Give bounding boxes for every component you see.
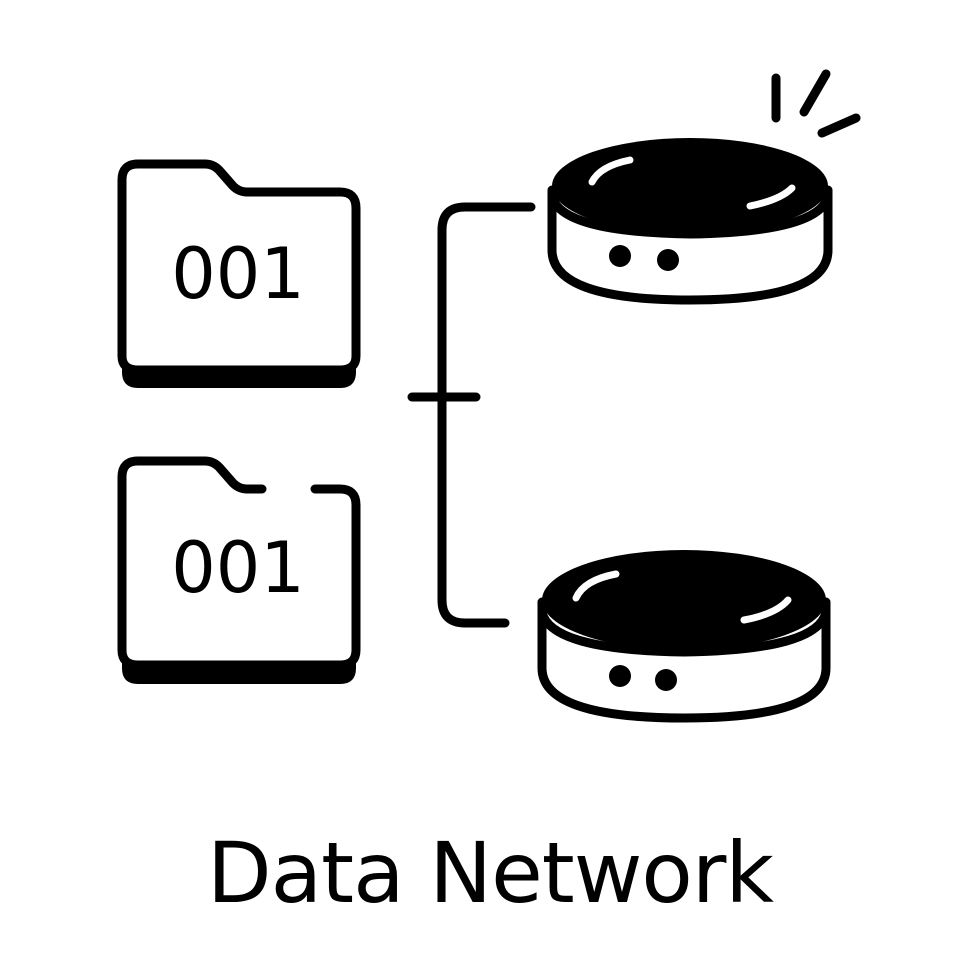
caption-title: Data Network xyxy=(207,824,774,922)
database-icon-top xyxy=(547,69,861,305)
folder-top-code: 001 xyxy=(171,233,305,315)
db-top-highlight-1 xyxy=(588,156,634,186)
db-top-lid xyxy=(552,138,828,234)
database-icon-bottom xyxy=(537,550,831,723)
db-top-led-2 xyxy=(657,249,679,271)
db-bottom-rim xyxy=(537,610,831,657)
folder-icon-top: 001 xyxy=(117,159,361,388)
connector-lines xyxy=(407,202,536,628)
folder-bottom-body xyxy=(117,456,361,670)
db-top-highlight-2 xyxy=(746,184,796,210)
folder-icon-bottom: 001 xyxy=(117,456,361,684)
connector-bracket xyxy=(437,202,536,628)
db-bottom-led-1 xyxy=(609,665,631,687)
db-bottom-highlight-1 xyxy=(572,570,620,602)
db-bottom-highlight-2 xyxy=(740,596,792,624)
alert-signal-icon xyxy=(771,69,861,138)
db-top-rim xyxy=(547,194,833,239)
folder-top-body xyxy=(117,159,361,375)
db-bottom-led-2 xyxy=(655,669,677,691)
folder-bottom-code: 001 xyxy=(171,527,305,609)
db-top-led-1 xyxy=(609,245,631,267)
